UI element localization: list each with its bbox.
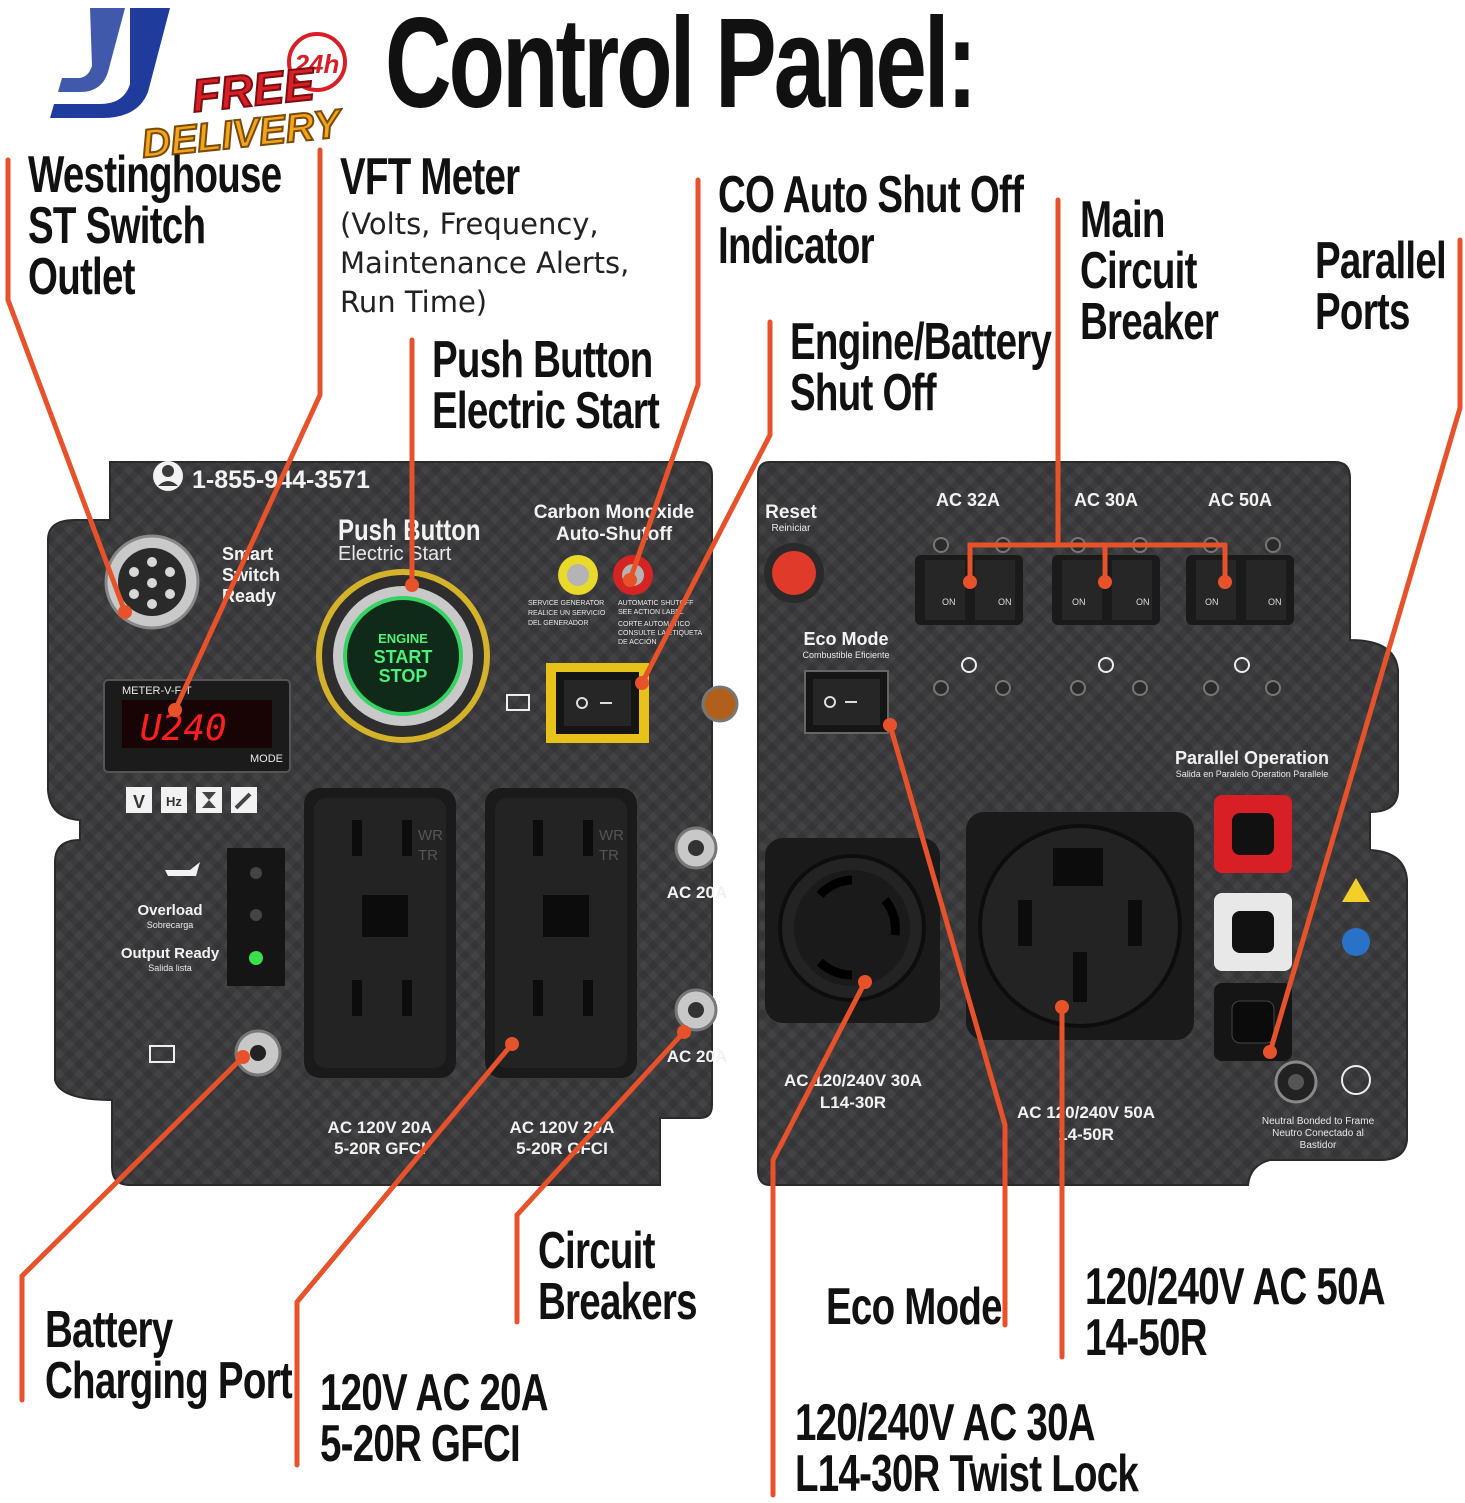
svg-text:SEE ACTION LABEL: SEE ACTION LABEL [618, 609, 684, 616]
svg-text:ON: ON [942, 597, 956, 607]
engine-button-label-3: STOP [379, 666, 428, 686]
meter-mode: MODE [250, 753, 283, 765]
parallel-operation-label: Parallel Operation [1175, 748, 1329, 768]
svg-text:Salida en Paralelo Operation P: Salida en Paralelo Operation Parallele [1176, 769, 1329, 779]
overload-light [250, 909, 262, 921]
reset-label-es: Reiniciar [772, 523, 812, 534]
warning-icon [1342, 878, 1370, 902]
hertz-icon [161, 787, 187, 813]
svg-text:SERVICE GENERATOR: SERVICE GENERATOR [528, 600, 604, 607]
svg-text:AC 120V 20A: AC 120V 20A [510, 1118, 615, 1137]
callout-main-breaker: Main Circuit Breaker [1080, 191, 1219, 351]
svg-text:AC 120/240V 50A: AC 120/240V 50A [1017, 1103, 1155, 1122]
callout-engine-battery: Engine/Battery Shut Off [790, 313, 1052, 422]
svg-text:TR: TR [418, 847, 438, 864]
svg-text:CORTE AUTOMATICO: CORTE AUTOMATICO [618, 621, 691, 628]
svg-text:TR: TR [599, 847, 619, 864]
main-breaker-30a: ON ON [1052, 555, 1160, 625]
svg-text:WR: WR [599, 827, 624, 844]
svg-text:Overload: Overload [137, 902, 202, 919]
oil-can-icon [165, 862, 200, 876]
main-breaker-50a: ON ON [1186, 555, 1294, 625]
svg-text:DEL GENERADOR: DEL GENERADOR [528, 620, 588, 627]
svg-text:5-20R GFCI: 5-20R GFCI [334, 1139, 426, 1158]
svg-text:AUTOMATIC SHUTOFF: AUTOMATIC SHUTOFF [618, 600, 693, 607]
electric-start-title: Electric Start [338, 543, 452, 565]
meter-brand: METER-V-F-T [122, 685, 192, 697]
callout-ac50: 120/240V AC 50A 14-50R [1085, 1258, 1386, 1367]
brand-logo: 24h FREE DELIVERY [50, 8, 347, 165]
svg-text:ON: ON [1136, 597, 1150, 607]
breaker-label-50a: AC 50A [1208, 490, 1272, 510]
eco-mode-panel-label: Eco Mode [803, 629, 888, 649]
svg-text:Bastidor: Bastidor [1300, 1140, 1337, 1151]
logo-j-mark [50, 8, 170, 118]
callout-vft-meter: VFT Meter [340, 148, 520, 206]
svg-text:Neutro Conectado al: Neutro Conectado al [1272, 1128, 1364, 1139]
gfci-outlet-1: WR TR [304, 788, 456, 1078]
output-ready-light [249, 951, 263, 965]
callout-push-button: Push Button Electric Start [432, 331, 660, 440]
breaker-label-30a: AC 30A [1074, 490, 1138, 510]
svg-text:DE ACCIÓN: DE ACCIÓN [618, 637, 657, 646]
callout-circuit-breakers: Circuit Breakers [538, 1222, 698, 1331]
reset-label: Reset [765, 502, 817, 523]
24h-badge [287, 32, 347, 92]
gfci-outlet-2: WR TR [485, 788, 637, 1078]
svg-text:Output Ready: Output Ready [121, 945, 220, 962]
svg-text:V: V [133, 792, 145, 812]
svg-text:AC 120V 20A: AC 120V 20A [328, 1118, 433, 1137]
eco-mode-panel-label-es: Combustible Eficiente [802, 650, 889, 660]
twist-lock-outlet-l14-30r [765, 838, 940, 1023]
svg-text:Neutral Bonded to Frame: Neutral Bonded to Frame [1262, 1116, 1375, 1127]
hourglass-icon [196, 787, 222, 813]
ground-icon [1341, 1065, 1371, 1095]
main-breaker-32a: ON ON [915, 555, 1023, 625]
callout-eco-mode: Eco Mode [826, 1278, 1003, 1336]
engine-button-label-2: START [374, 647, 433, 667]
svg-text:ON: ON [998, 597, 1012, 607]
svg-text:ON: ON [1268, 597, 1282, 607]
svg-text:Sobrecarga: Sobrecarga [147, 920, 194, 930]
smart-switch-label-3: Ready [222, 586, 276, 606]
oil-light [250, 867, 262, 879]
callout-westinghouse: Westinghouse ST Switch Outlet [28, 146, 282, 306]
svg-text:AC 20A: AC 20A [667, 1047, 727, 1066]
svg-text:WR: WR [418, 827, 443, 844]
callout-gfci: 120V AC 20A 5-20R GFCI [320, 1364, 549, 1473]
callout-battery-port: Battery Charging Port [45, 1301, 293, 1410]
push-button-title: Push Button [338, 512, 481, 546]
svg-text:14-50R: 14-50R [1058, 1125, 1114, 1144]
svg-text:L14-30R: L14-30R [820, 1093, 886, 1112]
page-title: Control Panel: [385, 0, 977, 135]
breaker-label-32a: AC 32A [936, 490, 1000, 510]
svg-text:Hz: Hz [166, 794, 182, 809]
volts-icon [126, 787, 152, 813]
svg-text:Salida lista: Salida lista [148, 963, 192, 973]
svg-text:ON: ON [1205, 597, 1219, 607]
callout-co-shutoff: CO Auto Shut Off Indicator [718, 166, 1024, 275]
meter-reading: U240 [140, 708, 227, 749]
manual-icon [1342, 928, 1370, 956]
engine-button-label-1: ENGINE [378, 631, 428, 646]
callout-vft-meter-details: (Volts, Frequency, Maintenance Alerts, R… [340, 207, 630, 320]
logo-24h: 24h [294, 49, 340, 79]
battery-icon [506, 694, 530, 711]
callout-parallel-ports: Parallel Ports [1315, 232, 1447, 341]
svg-text:ON: ON [1072, 597, 1086, 607]
svg-text:REALICE UN SERVICIO: REALICE UN SERVICIO [528, 610, 606, 617]
status-amber-light [701, 685, 739, 723]
outlet-14-50r [966, 812, 1194, 1040]
svg-text:AC 20A: AC 20A [667, 883, 727, 902]
callout-twist-lock: 120/240V AC 30A L14-30R Twist Lock [795, 1394, 1139, 1503]
svg-text:CONSULTE LA ETIQUETA: CONSULTE LA ETIQUETA [618, 630, 702, 637]
